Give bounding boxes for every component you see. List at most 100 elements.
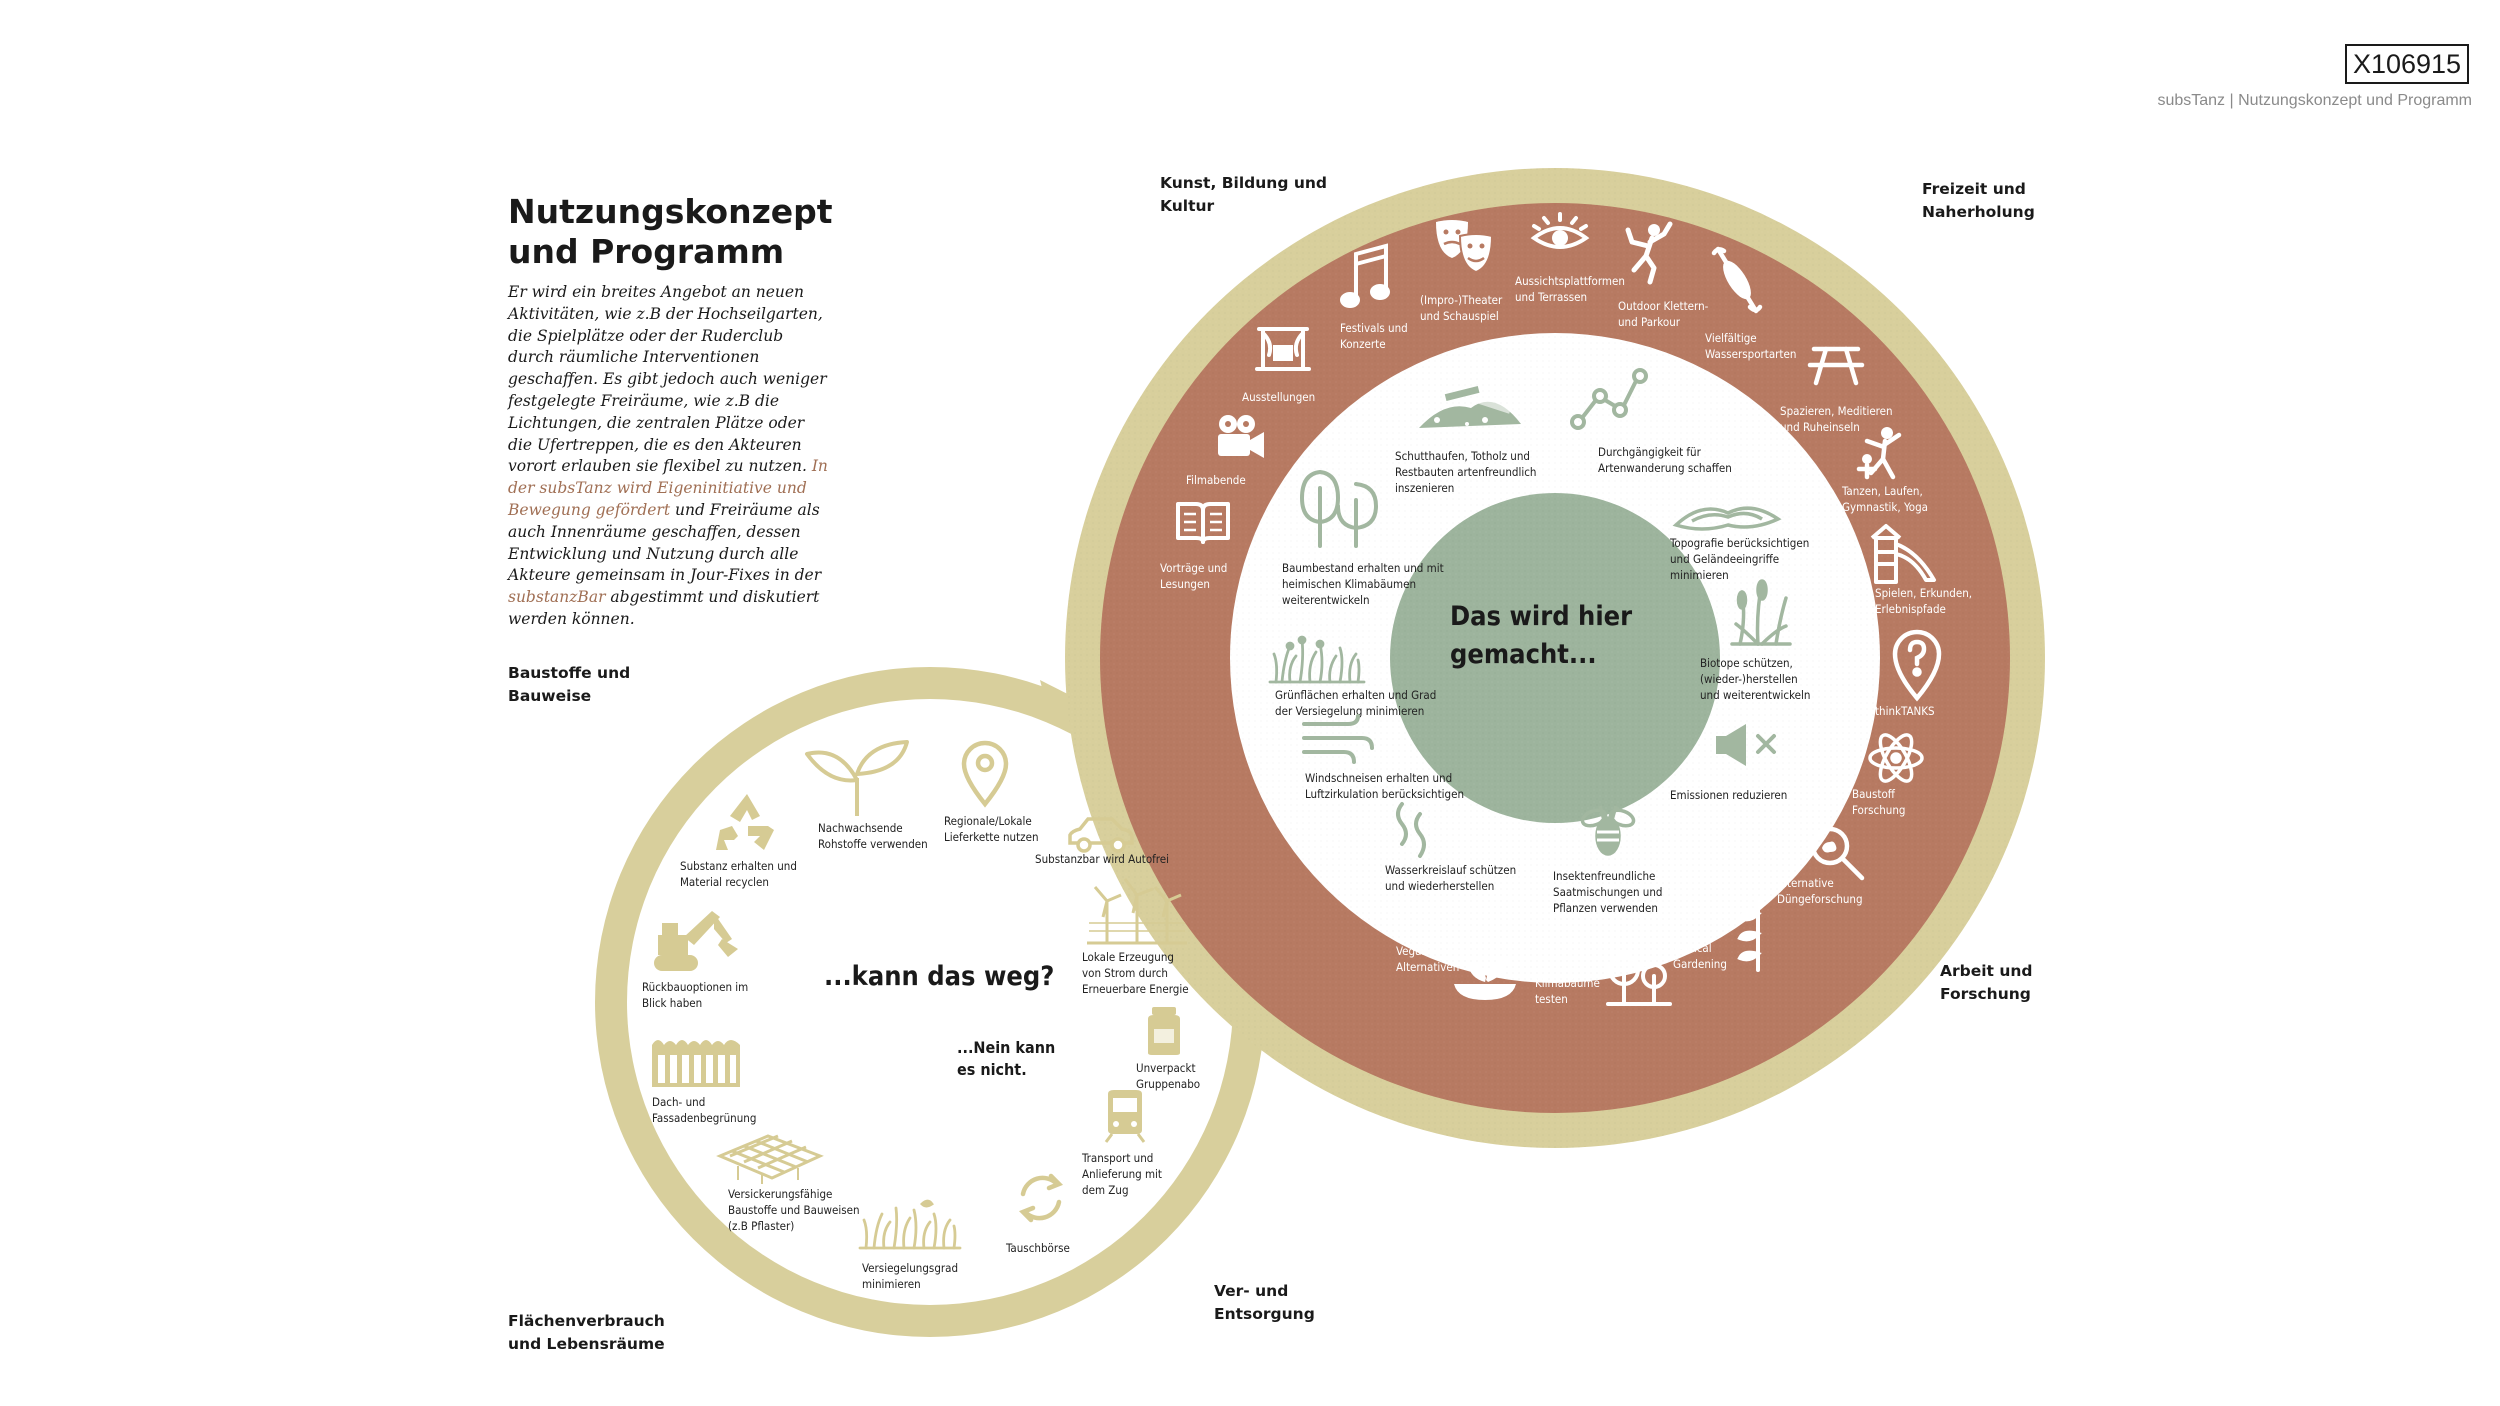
grass-seal-icon — [858, 1199, 962, 1250]
wind-turbines-icon — [1087, 878, 1187, 945]
inner-label-durch: Durchgängigkeit für Artenwanderung schaf… — [1598, 445, 1732, 475]
ring-label-festivals: Festivals und Konzerte — [1340, 321, 1408, 351]
ring-label-thinktanks: thinkTANKS — [1875, 704, 1935, 718]
ring-label-spielen: Spielen, Erkunden, Erlebnispfade — [1875, 586, 1973, 616]
kayak-icon — [1711, 246, 1763, 314]
mute-speaker-icon — [1716, 724, 1776, 766]
small-label-versickerung: Versickerungsfähige Baustoffe und Bauwei… — [728, 1187, 860, 1233]
small-label-nachwachsend: Nachwachsende Rohstoffe verwenden — [818, 821, 928, 851]
category-ver-entsorgung: Ver- und Entsorgung — [1214, 1282, 1315, 1323]
grass-icon — [1268, 635, 1366, 684]
inner-label-baum: Baumbestand erhalten und mit heimischen … — [1282, 561, 1444, 607]
page-title-text: Nutzungskonzept und Programm — [508, 192, 833, 271]
intro-part-2: und Freiräume als auch Innenräume gescha… — [508, 500, 822, 585]
inner-label-wasser: Wasserkreislauf schützen und wiederherst… — [1385, 863, 1517, 893]
small-label-autofrei: Substanzbar wird Autofrei — [1035, 852, 1170, 866]
small-label-unverpackt: Unverpackt Gruppenabo — [1136, 1061, 1201, 1091]
dancer-icon — [1856, 427, 1902, 480]
page-subtitle: subsTanz | Nutzungskonzept und Programm — [2157, 92, 2472, 109]
ring-label-wassersport: Vielfältige Wassersportarten — [1705, 331, 1797, 361]
inner-label-emission: Emissionen reduzieren — [1670, 788, 1788, 802]
topography-icon — [1672, 506, 1782, 531]
small-label-dach: Dach- und Fassadenbegrünung — [652, 1095, 757, 1125]
bee-icon — [1580, 805, 1636, 856]
small-label-versiegelung: Versiegelungsgrad minimieren — [862, 1261, 959, 1291]
trees-icon — [1606, 954, 1672, 1006]
small-label-transport: Transport und Anlieferung mit dem Zug — [1082, 1151, 1162, 1197]
reed-icon — [1730, 579, 1792, 646]
debris-icon — [1419, 385, 1521, 428]
big-circle-center-text: Das wird hier gemacht... — [1450, 601, 1633, 670]
green-roof-icon — [652, 1040, 740, 1087]
ring-label-vertical: Vertical Gardening — [1673, 941, 1727, 971]
project-code: X106915 — [2345, 44, 2469, 84]
category-baustoffe: Baustoffe und Bauweise — [508, 664, 631, 705]
wind-icon — [1302, 714, 1374, 764]
inner-label-insekt: Insektenfreundliche Saatmischungen und P… — [1553, 869, 1663, 915]
intro-highlight-1: In der subsTanz wird Eigeninitiative und… — [508, 457, 828, 519]
category-freizeit: Freizeit und Naherholung — [1922, 180, 2035, 221]
category-arbeit: Arbeit und Forschung — [1940, 962, 2033, 1003]
texture-overlay — [1065, 168, 2045, 1148]
ring-label-vortraege: Vorträge und Lesungen — [1160, 561, 1228, 591]
page-title: Nutzungskonzept und Programm — [508, 192, 848, 272]
small-label-regional: Regionale/Lokale Lieferkette nutzen — [944, 814, 1039, 844]
jar-icon — [1148, 1007, 1180, 1055]
recycle-icon — [716, 794, 774, 850]
atom-icon — [1868, 733, 1924, 783]
small-label-tausch: Tauschbörse — [1006, 1241, 1070, 1255]
ring-label-baustoff: Baustoff Forschung — [1852, 787, 1906, 817]
intro-text: Er wird ein breites Angebot an neuen Akt… — [508, 282, 830, 631]
ring-label-aussicht: Aussichtsplattformen und Terrassen — [1515, 274, 1625, 304]
pin-icon — [961, 740, 1009, 808]
small-label-strom: Lokale Erzeugung von Strom durch Erneuer… — [1082, 950, 1189, 996]
inner-label-topo: Topografie berücksichtigen und Geländeei… — [1670, 536, 1810, 582]
small-label-rueckbau: Rückbauoptionen im Blick haben — [642, 980, 749, 1010]
stage-icon — [1255, 327, 1311, 371]
vertical-garden-icon — [1737, 898, 1762, 972]
small-circle-sub-text: ...Nein kann es nicht. — [957, 1038, 1056, 1079]
vegan-plant-icon — [1454, 958, 1516, 1000]
tree-icon — [1299, 469, 1379, 548]
inner-label-schutt: Schutthaufen, Totholz und Restbauten art… — [1395, 449, 1537, 495]
picnic-table-icon — [1807, 346, 1865, 386]
ring-label-vegane: Vegane Alternativen — [1396, 944, 1460, 974]
inner-label-gruen: Grünflächen erhalten und Grad der Versie… — [1275, 688, 1437, 718]
intro-part-1: Er wird ein breites Angebot an neuen Akt… — [508, 283, 827, 476]
sprout-icon — [805, 740, 909, 816]
network-icon — [1570, 368, 1648, 430]
ring-label-duenge: Alternative Düngeforschung — [1777, 876, 1863, 906]
intro-highlight-2: substanzBar — [508, 588, 606, 607]
ring-label-klimabaeume: Klimabäume testen — [1535, 976, 1600, 1006]
playground-icon — [1870, 524, 1936, 584]
small-label-substanz: Substanz erhalten und Material recyclen — [680, 859, 797, 889]
ring-label-spazieren: Spazieren, Meditieren und Ruheinseln — [1780, 404, 1893, 434]
exchange-icon — [1018, 1173, 1064, 1223]
film-camera-icon — [1218, 415, 1264, 458]
location-question-icon — [1892, 629, 1942, 702]
theater-masks-icon — [1436, 220, 1494, 274]
ring-label-ausstellungen: Ausstellungen — [1242, 390, 1316, 404]
train-icon — [1104, 1090, 1146, 1143]
ring-label-filmabende: Filmabende — [1186, 473, 1246, 487]
music-note-icon — [1340, 243, 1390, 308]
inner-label-wind: Windschneisen erhalten und Luftzirkulati… — [1305, 771, 1465, 801]
small-circle-center-text: ...kann das weg? — [824, 961, 1055, 992]
ring-label-theater: (Impro-)Theater und Schauspiel — [1420, 293, 1503, 323]
ring-label-tanzen: Tanzen, Laufen, Gymnastik, Yoga — [1842, 484, 1929, 514]
book-icon — [1176, 502, 1230, 544]
ring-label-klettern: Outdoor Klettern- und Parkour — [1618, 299, 1709, 329]
category-kunst: Kunst, Bildung und Kultur — [1160, 174, 1327, 215]
inner-label-biotope: Biotope schützen, (wieder-)herstellen un… — [1700, 656, 1811, 702]
excavator-icon — [654, 911, 738, 971]
car-icon — [1068, 817, 1134, 853]
paving-icon — [716, 1134, 824, 1184]
category-flaechen: Flächenverbrauch und Lebensräume — [508, 1312, 665, 1353]
climber-icon — [1625, 221, 1673, 285]
eye-icon — [1530, 212, 1590, 249]
magnifier-icon — [1810, 826, 1865, 881]
intro-part-3: abgestimmt und diskutiert werden können. — [508, 588, 820, 628]
water-cycle-icon — [1396, 802, 1426, 858]
